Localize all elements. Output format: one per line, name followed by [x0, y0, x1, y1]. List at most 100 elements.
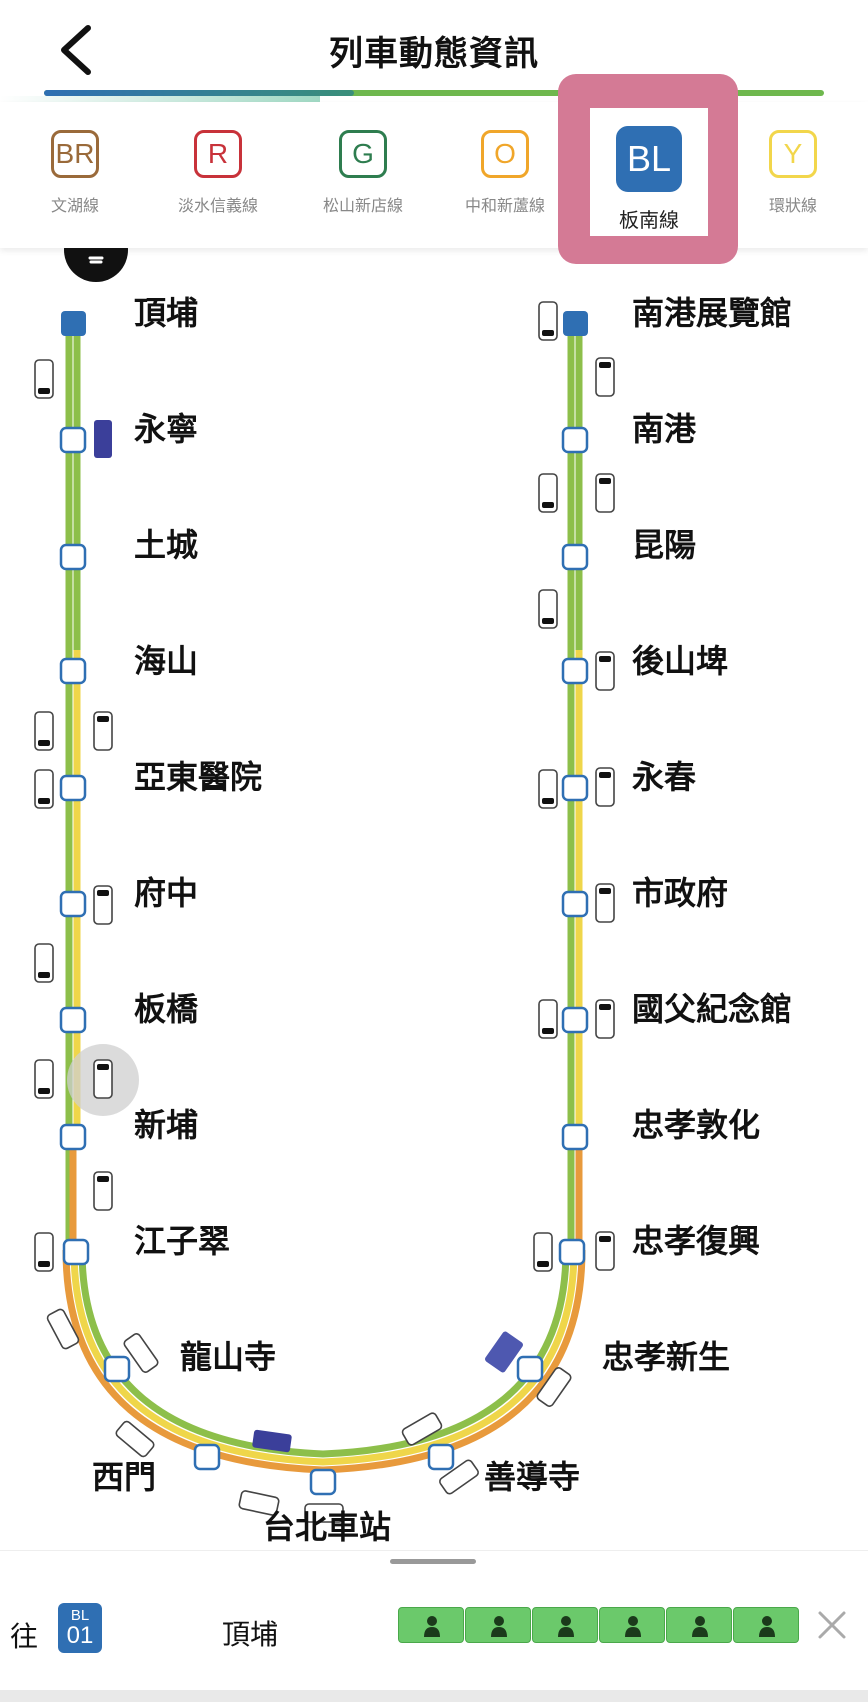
station-label-left-0[interactable]: 頂埔 — [134, 294, 199, 332]
station-label-right-1[interactable]: 南港 — [632, 410, 697, 448]
line-badge-y: Y — [769, 130, 817, 178]
station-node-terminal — [61, 311, 86, 336]
person-icon — [759, 1616, 775, 1637]
active-tab-card: BL 板南線 — [590, 108, 708, 236]
car-occupancy-box — [532, 1607, 598, 1643]
tab-label: 中和新蘆線 — [464, 196, 545, 215]
route-map-graphic — [34, 301, 615, 1523]
tab-label: 環狀線 — [768, 196, 817, 215]
station-node — [62, 1238, 90, 1266]
station-node — [561, 890, 589, 918]
station-label-loop-4[interactable]: 忠孝新生 — [602, 1338, 731, 1376]
tab-line-br[interactable]: BR 文湖線 — [10, 102, 140, 248]
car-occupancy-box — [666, 1607, 732, 1643]
station-node — [103, 1355, 131, 1383]
station-label-left-8[interactable]: 江子翠 — [134, 1222, 231, 1260]
station-node — [59, 1123, 87, 1151]
station-label-left-2[interactable]: 土城 — [134, 526, 199, 564]
route-map: 頂埔 永寧 土城 海山 亞東醫院 府中 板橋 新埔 江子翠 南港展覽館 南港 昆… — [0, 248, 868, 1550]
station-node — [561, 657, 589, 685]
station-node — [59, 543, 87, 571]
car-occupancy-box — [465, 1607, 531, 1643]
station-node — [309, 1468, 337, 1496]
person-icon — [424, 1616, 440, 1637]
car-occupancy-box — [599, 1607, 665, 1643]
station-node — [561, 1006, 589, 1034]
station-label-loop-0[interactable]: 龍山寺 — [180, 1338, 277, 1376]
lightbulb-toggle[interactable] — [64, 248, 128, 282]
header-progress-fill — [44, 90, 354, 96]
close-button[interactable] — [812, 1605, 852, 1645]
person-icon — [491, 1616, 507, 1637]
tab-line-r[interactable]: R 淡水信義線 — [153, 102, 283, 248]
tab-line-o[interactable]: O 中和新蘆線 — [440, 102, 570, 248]
station-label-right-6[interactable]: 國父紀念館 — [632, 990, 793, 1028]
tab-label: 文湖線 — [50, 196, 99, 215]
lightbulb-icon — [88, 256, 104, 264]
train-marker-special — [485, 1331, 523, 1373]
station-node — [558, 1238, 586, 1266]
station-node — [59, 890, 87, 918]
tab-label: 淡水信義線 — [177, 196, 258, 215]
train-marker — [439, 1459, 479, 1495]
tab-line-y[interactable]: Y 環狀線 — [728, 102, 858, 248]
station-node — [561, 1123, 589, 1151]
person-icon — [625, 1616, 641, 1637]
line-badge-o: O — [481, 130, 529, 178]
station-label-loop-1[interactable]: 西門 — [92, 1458, 157, 1496]
station-label-right-7[interactable]: 忠孝敦化 — [632, 1106, 761, 1144]
station-node — [59, 426, 87, 454]
car-occupancy — [398, 1607, 802, 1645]
station-node — [561, 543, 589, 571]
bottom-edge — [0, 1690, 868, 1702]
station-label-right-0[interactable]: 南港展覽館 — [632, 294, 793, 332]
station-label-left-5[interactable]: 府中 — [134, 874, 199, 912]
station-label-loop-2[interactable]: 台北車站 — [263, 1508, 392, 1546]
station-node — [516, 1355, 544, 1383]
car-occupancy-box — [398, 1607, 464, 1643]
dest-station-number: 01 — [66, 1622, 94, 1649]
tab-label: 松山新店線 — [322, 196, 403, 215]
person-icon — [558, 1616, 574, 1637]
station-label-right-3[interactable]: 後山埤 — [632, 642, 729, 680]
tab-line-g[interactable]: G 松山新店線 — [298, 102, 428, 248]
station-label-right-4[interactable]: 永春 — [632, 758, 697, 796]
station-label-left-6[interactable]: 板橋 — [134, 990, 199, 1028]
station-node — [59, 657, 87, 685]
train-marker-special — [94, 420, 112, 458]
station-node — [561, 774, 589, 802]
drag-handle[interactable] — [390, 1559, 476, 1564]
direction-label: 往 — [10, 1620, 39, 1653]
station-node — [193, 1443, 221, 1471]
train-marker — [123, 1333, 159, 1373]
train-marker — [115, 1420, 155, 1458]
line-badge-bl: BL — [616, 126, 682, 192]
destination-name: 頂埔 — [222, 1618, 279, 1651]
tab-scroll-indicator — [0, 96, 320, 102]
chevron-left-icon — [61, 25, 91, 75]
page-title: 列車動態資訊 — [329, 34, 539, 74]
station-label-left-4[interactable]: 亞東醫院 — [134, 758, 263, 796]
dest-line-code: BL — [70, 1607, 90, 1624]
person-icon — [692, 1616, 708, 1637]
station-label-right-8[interactable]: 忠孝復興 — [632, 1222, 761, 1260]
station-label-left-3[interactable]: 海山 — [134, 642, 199, 680]
train-marker-special — [252, 1429, 292, 1453]
track-loop-yellow — [70, 1249, 578, 1466]
tab-line-bl[interactable]: BL 板南線 — [558, 74, 738, 264]
station-node-terminal — [563, 311, 588, 336]
train-marker — [536, 1367, 572, 1407]
train-marker — [238, 1490, 280, 1516]
station-label-right-5[interactable]: 市政府 — [632, 874, 729, 912]
station-label-left-7[interactable]: 新埔 — [134, 1106, 199, 1144]
header: 列車動態資訊 — [0, 0, 868, 102]
back-button[interactable] — [52, 22, 102, 78]
station-node — [59, 774, 87, 802]
station-label-loop-3[interactable]: 善導寺 — [484, 1458, 581, 1496]
tab-label: 板南線 — [619, 208, 679, 232]
station-label-right-2[interactable]: 昆陽 — [632, 526, 697, 564]
train-marker — [401, 1412, 443, 1446]
station-label-left-1[interactable]: 永寧 — [134, 410, 199, 448]
close-icon — [818, 1611, 846, 1639]
station-node — [59, 1006, 87, 1034]
